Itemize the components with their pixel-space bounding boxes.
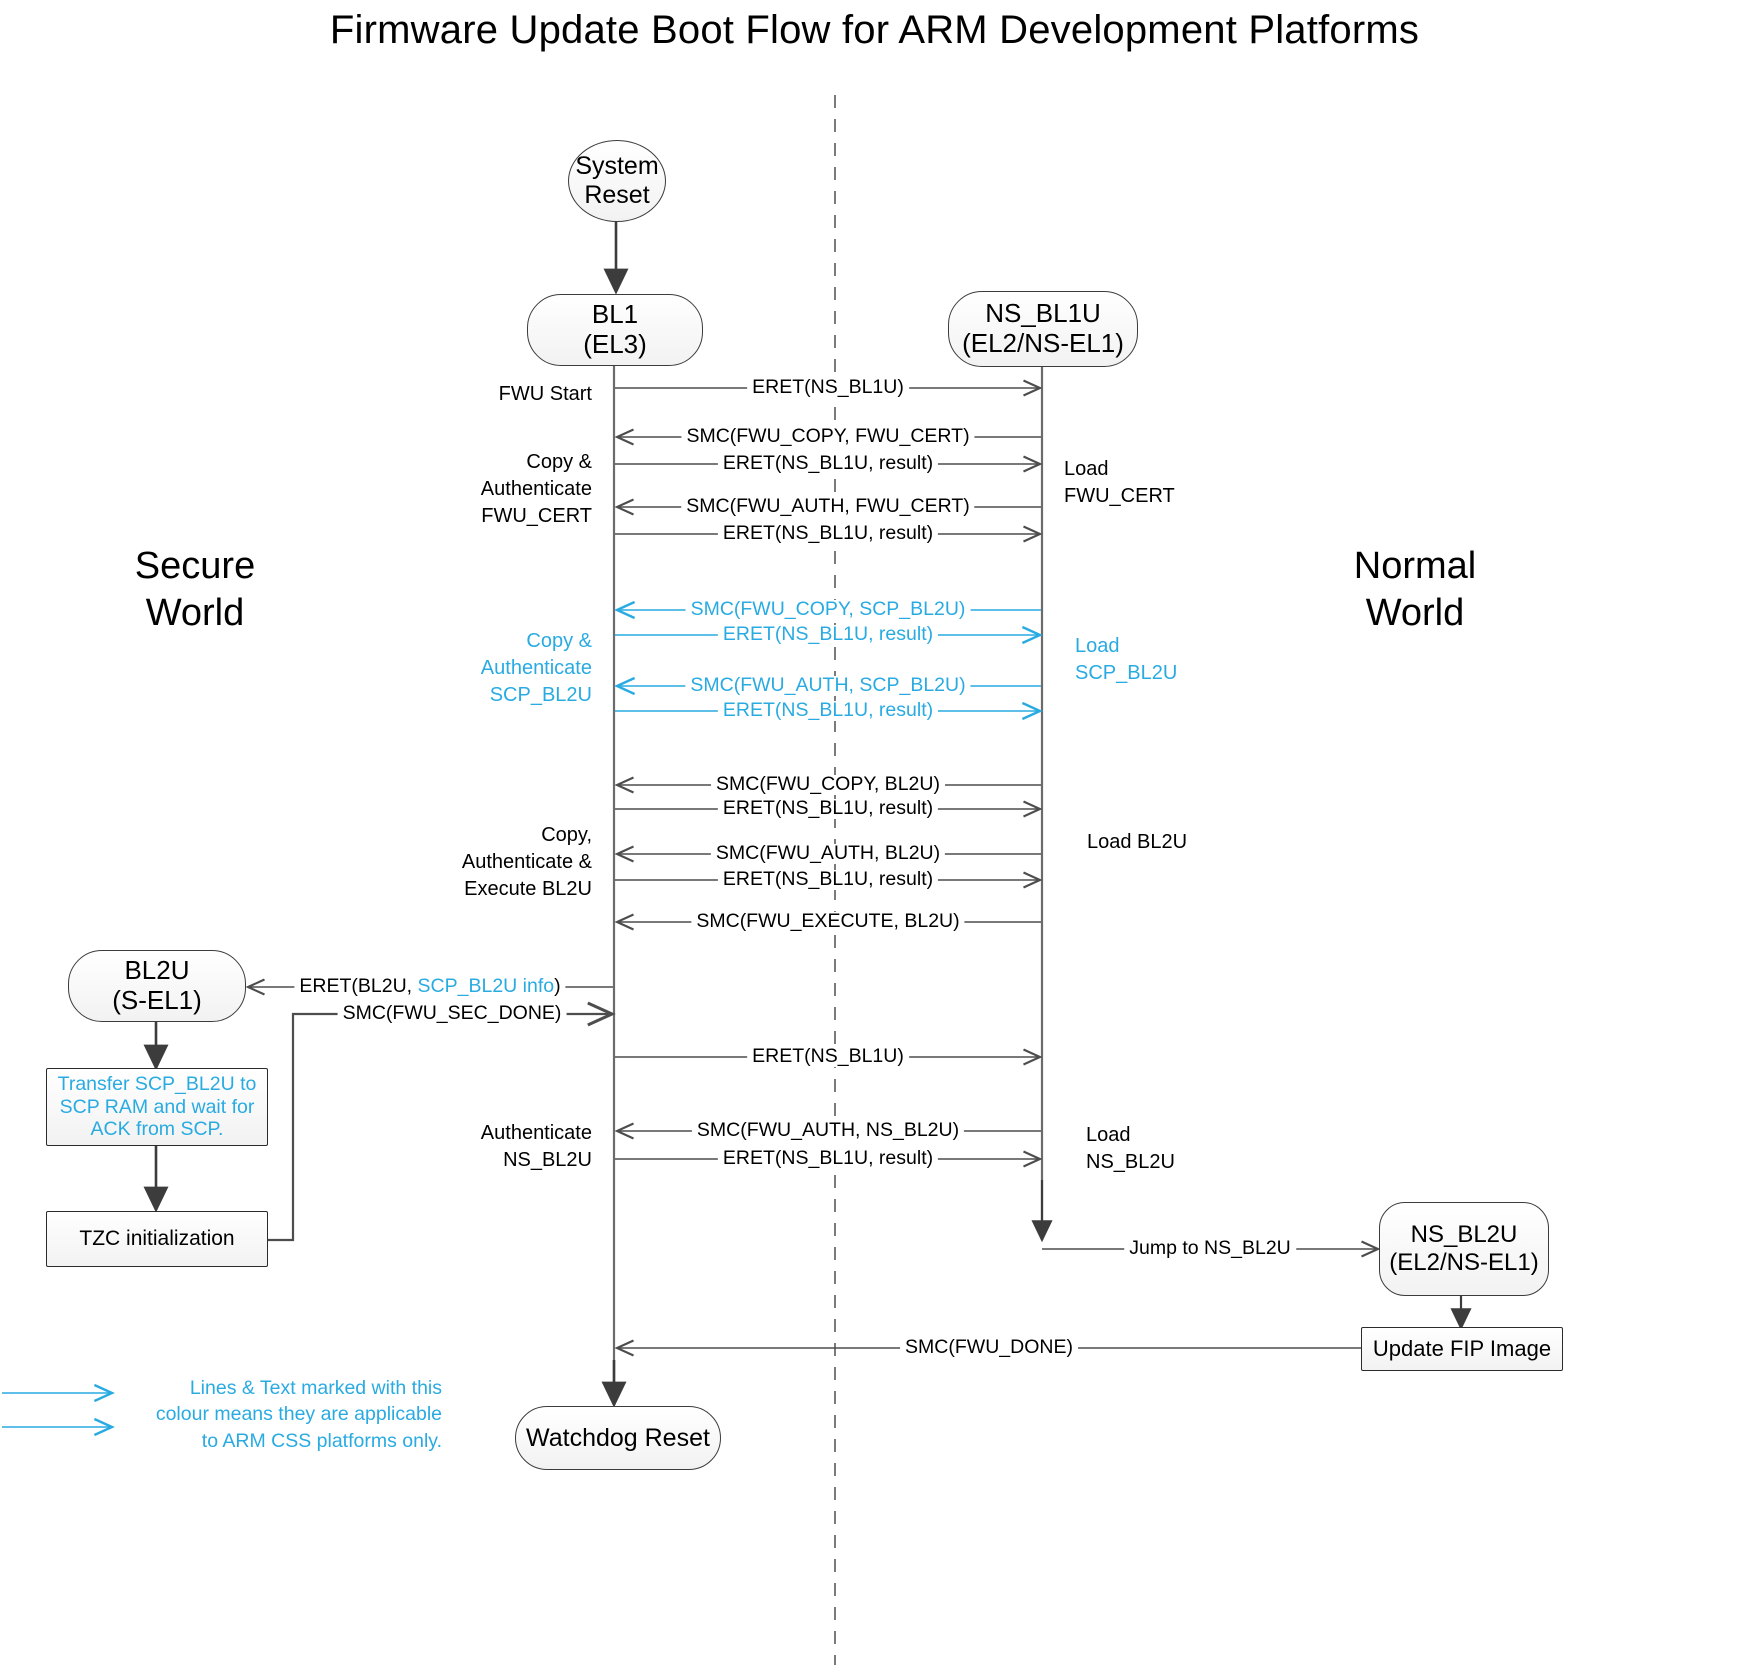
node-ns-bl1u-line2: (EL2/NS-EL1) [962,328,1124,358]
page-title: Firmware Update Boot Flow for ARM Develo… [329,8,1420,52]
message-label-m19: Jump to NS_BL2U [1124,1238,1296,1259]
annotation-copy-authenticate-execute-bl2u: Copy, Authenticate & Execute BL2U [461,824,592,900]
message-label-m20: SMC(FWU_DONE) [900,1337,1078,1358]
annotation-copy-authenticate-scp-bl2u: Copy & Authenticate SCP_BL2U [480,630,592,706]
node-ns-bl1u-line1: NS_BL1U [985,298,1101,329]
message-label-m7: ERET(NS_BL1U, result) [717,624,939,645]
message-label-m4: SMC(FWU_AUTH, FWU_CERT) [681,496,975,517]
message-label-m8: SMC(FWU_AUTH, SCP_BL2U) [685,675,971,696]
node-ns-bl2u-line1: NS_BL2U [1410,1221,1518,1249]
node-system-reset-line1: System [575,152,659,181]
message-label-m11: ERET(NS_BL1U, result) [717,798,939,819]
node-ns-bl1u[interactable]: NS_BL1U (EL2/NS-EL1) [948,291,1138,367]
node-tzc-initialization[interactable]: TZC initialization [46,1211,268,1267]
node-system-reset[interactable]: System Reset [568,140,666,222]
message-label-m18: ERET(NS_BL1U, result) [717,1148,939,1169]
node-ns-bl2u[interactable]: NS_BL2U (EL2/NS-EL1) [1379,1202,1549,1296]
node-bl2u-line2: (S-EL1) [112,985,202,1015]
annotation-load-fwu-cert: Load FWU_CERT [1064,458,1175,507]
message-label-m10: SMC(FWU_COPY, BL2U) [711,774,945,795]
message-label-eret-bl2u: ERET(BL2U, SCP_BL2U info) [294,975,566,997]
node-watchdog-reset-line1: Watchdog Reset [526,1423,710,1452]
node-transfer-scp-bl2u-text: Transfer SCP_BL2U to SCP RAM and wait fo… [57,1073,257,1141]
annotation-load-bl2u: Load BL2U [1087,831,1188,853]
legend-text: Lines & Text marked with this colour mea… [155,1377,442,1452]
node-bl2u[interactable]: BL2U (S-EL1) [68,950,246,1022]
secure-world-label: Secure World [60,495,330,638]
message-label-m6: SMC(FWU_COPY, SCP_BL2U) [685,599,971,620]
annotation-load-ns-bl2u: Load NS_BL2U [1086,1124,1175,1173]
node-ns-bl2u-line2: (EL2/NS-EL1) [1389,1249,1539,1276]
node-bl1-line2: (EL3) [583,329,647,359]
node-tzc-initialization-text: TZC initialization [79,1226,235,1250]
node-update-fip-image[interactable]: Update FIP Image [1361,1327,1563,1371]
eret-bl2u-prefix: ERET(BL2U, [299,975,418,997]
message-label-m12: SMC(FWU_AUTH, BL2U) [710,843,946,864]
message-label-m13: ERET(NS_BL1U, result) [717,869,939,890]
message-label-m17: SMC(FWU_AUTH, NS_BL2U) [691,1120,965,1141]
node-watchdog-reset[interactable]: Watchdog Reset [515,1406,721,1470]
node-transfer-scp-bl2u[interactable]: Transfer SCP_BL2U to SCP RAM and wait fo… [46,1068,268,1146]
node-bl1[interactable]: BL1 (EL3) [527,294,703,366]
eret-bl2u-highlight: SCP_BL2U info [417,975,555,997]
message-label-m16: ERET(NS_BL1U) [747,1046,909,1067]
node-system-reset-line2: Reset [584,181,650,209]
node-update-fip-image-text: Update FIP Image [1372,1336,1552,1362]
normal-world-text: Normal World [1353,544,1477,635]
secure-world-text: Secure World [134,544,256,635]
annotation-copy-authenticate-fwu-cert: Copy & Authenticate FWU_CERT [480,451,592,527]
normal-world-label: Normal World [1280,495,1550,638]
node-bl2u-line1: BL2U [124,955,190,986]
annotation-load-scp-bl2u: Load SCP_BL2U [1075,635,1178,684]
message-label-m2: SMC(FWU_COPY, FWU_CERT) [681,426,975,447]
message-label-m15: SMC(FWU_SEC_DONE) [337,1003,567,1024]
eret-bl2u-suffix: ) [554,975,561,997]
message-label-m3: ERET(NS_BL1U, result) [717,453,939,474]
message-label-m1: ERET(NS_BL1U) [747,377,909,398]
message-label-m14: SMC(FWU_EXECUTE, BL2U) [691,911,965,932]
message-label-m5: ERET(NS_BL1U, result) [717,523,939,544]
annotation-fwu-start: FWU Start [498,383,592,405]
node-bl1-line1: BL1 [591,299,639,330]
message-label-m9: ERET(NS_BL1U, result) [717,700,939,721]
annotation-authenticate-ns-bl2u: Authenticate NS_BL2U [480,1122,592,1171]
